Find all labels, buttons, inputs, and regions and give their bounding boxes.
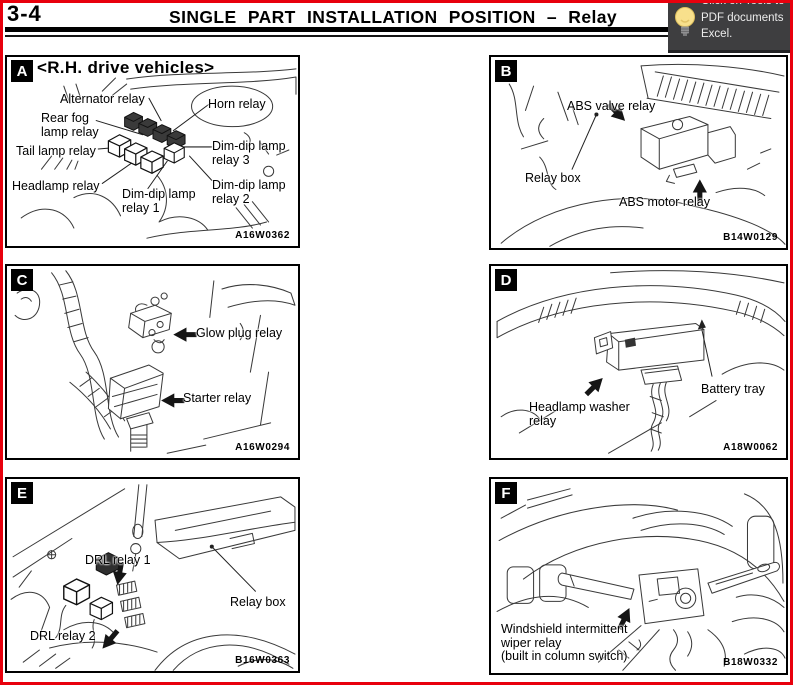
- label-glow-plug-relay: Glow plug relay: [196, 326, 283, 340]
- panel-badge-a: A: [11, 60, 33, 82]
- page-number: 3-4: [7, 1, 42, 26]
- panel-b-illustration: [500, 63, 786, 247]
- label-dim-dip-lamp-relay-2: Dim-dip lamp relay 2: [212, 178, 286, 206]
- panel-D: D Headlamp washer relay Battery tray A18…: [489, 264, 788, 460]
- panel-badge-f: F: [495, 482, 517, 504]
- panel-C: C Glow plug relay Starter relay A16W0294: [5, 264, 300, 460]
- label-horn-relay: Horn relay: [208, 97, 266, 111]
- panel-c-illustration: [14, 270, 296, 454]
- assistant-tooltip[interactable]: Click on Tools to PDF documents Excel.: [668, 0, 790, 53]
- lightbulb-icon: [668, 3, 701, 50]
- label-relay-box: Relay box: [230, 595, 286, 609]
- panel-e-illustration: [10, 484, 296, 671]
- page-title: SINGLE PART INSTALLATION POSITION – Rela…: [169, 7, 617, 27]
- label-drl-relay-1: DRL relay 1: [85, 553, 151, 567]
- header-rule: [5, 27, 765, 32]
- label-abs-valve-relay: ABS valve relay: [567, 99, 656, 113]
- label-relay-box: Relay box: [525, 171, 581, 185]
- figure-code: A16W0294: [235, 442, 290, 453]
- label-headlamp-relay: Headlamp relay: [12, 179, 100, 193]
- panel-A: A <R.H. drive vehicles> Alternator relay…: [5, 55, 300, 248]
- panel-d-illustration: [496, 270, 786, 454]
- label-tail-lamp-relay: Tail lamp relay: [16, 144, 96, 158]
- figure-code: B18W0332: [723, 657, 778, 668]
- figure-code: B16W0363: [235, 655, 290, 666]
- label-starter-relay: Starter relay: [183, 391, 252, 405]
- panel-a-illustration: [20, 68, 297, 239]
- label-alternator-relay: Alternator relay: [60, 92, 145, 106]
- label-drl-relay-2: DRL relay 2: [30, 629, 96, 643]
- label-battery-tray: Battery tray: [701, 382, 765, 396]
- header-rule-shadow: [5, 35, 765, 37]
- panel-badge-d: D: [495, 269, 517, 291]
- panel-f-illustration: [496, 488, 786, 671]
- panel-E: E DRL relay 1 DRL relay 2 Relay box B16W…: [5, 477, 300, 673]
- figure-code: A16W0362: [235, 230, 290, 241]
- panel-badge-c: C: [11, 269, 33, 291]
- label-abs-motor-relay: ABS motor relay: [619, 195, 711, 209]
- panel-F: F Windshield intermittent wiper relay (b…: [489, 477, 788, 675]
- label-rear-fog-lamp-relay: Rear fog lamp relay: [41, 111, 99, 139]
- label-headlamp-washer-relay: Headlamp washer relay: [529, 400, 630, 428]
- panel-badge-b: B: [495, 60, 517, 82]
- panel-badge-e: E: [11, 482, 33, 504]
- tooltip-line-1: Click on Tools to: [701, 0, 785, 7]
- tooltip-line-2: PDF documents: [701, 11, 784, 24]
- panel-heading: <R.H. drive vehicles>: [37, 58, 215, 77]
- panel-B: B ABS valve relay Relay box ABS motor re…: [489, 55, 788, 250]
- tooltip-line-3: Excel.: [701, 28, 733, 40]
- figure-code: B14W0129: [723, 232, 778, 243]
- label-dim-dip-lamp-relay-1: Dim-dip lamp relay 1: [122, 187, 196, 215]
- label-windshield-intermittent-wiper-relay: Windshield intermittent wiper relay (bui…: [501, 622, 628, 663]
- figure-code: A18W0062: [723, 442, 778, 453]
- label-dim-dip-lamp-relay-3: Dim-dip lamp relay 3: [212, 139, 286, 167]
